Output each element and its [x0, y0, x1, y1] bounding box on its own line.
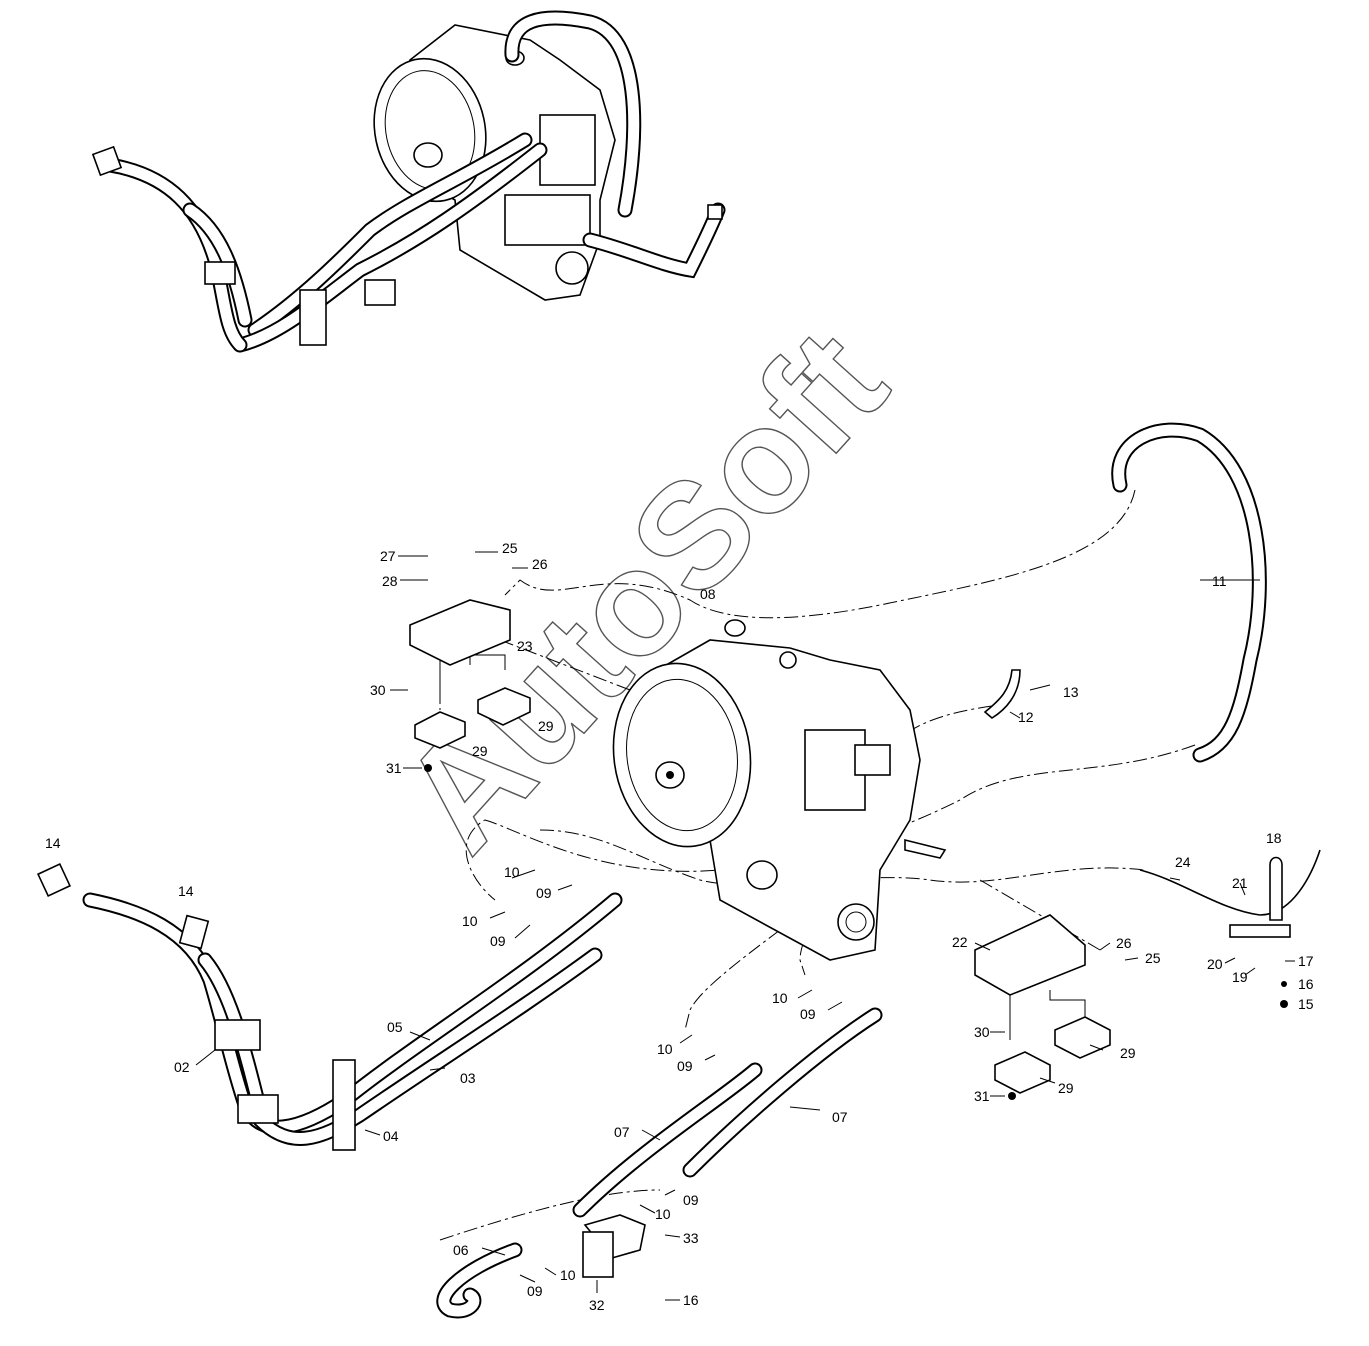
callout-label: 16	[1298, 976, 1314, 992]
callout-label: 30	[974, 1024, 990, 1040]
callout-label: 29	[1058, 1080, 1074, 1096]
callout-label: 26	[532, 556, 548, 572]
callout-label: 09	[800, 1006, 816, 1022]
callout-label: 13	[1063, 684, 1079, 700]
hose-11	[1111, 422, 1267, 763]
callout-label: 09	[536, 885, 552, 901]
main-transmission	[612, 619, 947, 961]
callout-label: 04	[383, 1128, 399, 1144]
callout-label: 10	[462, 913, 478, 929]
callout-label: 03	[460, 1070, 476, 1086]
callout-label: 19	[1232, 969, 1248, 985]
callout-label: 23	[517, 638, 533, 654]
callout-label: 10	[504, 864, 520, 880]
callout-label: 11	[1212, 573, 1227, 589]
leader-lines	[195, 551, 1295, 1301]
mount-brackets	[409, 599, 1321, 1100]
callout-label: 32	[589, 1297, 605, 1313]
callout-label: 09	[490, 933, 506, 949]
callout-label: 09	[683, 1192, 699, 1208]
callout-label: 31	[974, 1088, 990, 1104]
callout-label: 07	[832, 1109, 848, 1125]
callout-label: 02	[174, 1059, 190, 1075]
callout-label: 09	[677, 1058, 693, 1074]
callout-labels: 27 25 28 26 08 23 30 29 29 31 11 13 12 1…	[45, 540, 1314, 1313]
callout-label: 25	[1145, 950, 1161, 966]
callout-label: 08	[700, 586, 716, 602]
callout-label: 25	[502, 540, 518, 556]
callout-label: 28	[382, 573, 398, 589]
left-hose-assembly	[36, 862, 623, 1151]
callout-label: 14	[178, 883, 194, 899]
callout-label: 24	[1175, 854, 1191, 870]
callout-label: 30	[370, 682, 386, 698]
callout-label: 22	[952, 934, 968, 950]
callout-label: 21	[1232, 875, 1248, 891]
callout-label: 06	[453, 1242, 469, 1258]
callout-label: 14	[45, 835, 61, 851]
callout-label: 10	[655, 1206, 671, 1222]
callout-label: 10	[772, 990, 788, 1006]
callout-label: 15	[1298, 996, 1314, 1012]
overview-assembly	[91, 10, 726, 353]
bottom-hose-assembly	[436, 1007, 883, 1319]
callout-label: 17	[1298, 953, 1314, 969]
callout-label: 18	[1266, 830, 1282, 846]
callout-label: 29	[472, 743, 488, 759]
callout-label: 07	[614, 1124, 630, 1140]
callout-label: 16	[683, 1292, 699, 1308]
callout-label: 12	[1018, 709, 1034, 725]
callout-label: 27	[380, 548, 396, 564]
callout-label: 10	[560, 1267, 576, 1283]
callout-label: 05	[387, 1019, 403, 1035]
callout-label: 31	[386, 760, 402, 776]
callout-label: 29	[538, 718, 554, 734]
callout-label: 10	[657, 1041, 673, 1057]
callout-label: 33	[683, 1230, 699, 1246]
callout-label: 09	[527, 1283, 543, 1299]
callout-label: 29	[1120, 1045, 1136, 1061]
callout-label: 26	[1116, 935, 1132, 951]
callout-label: 20	[1207, 956, 1223, 972]
